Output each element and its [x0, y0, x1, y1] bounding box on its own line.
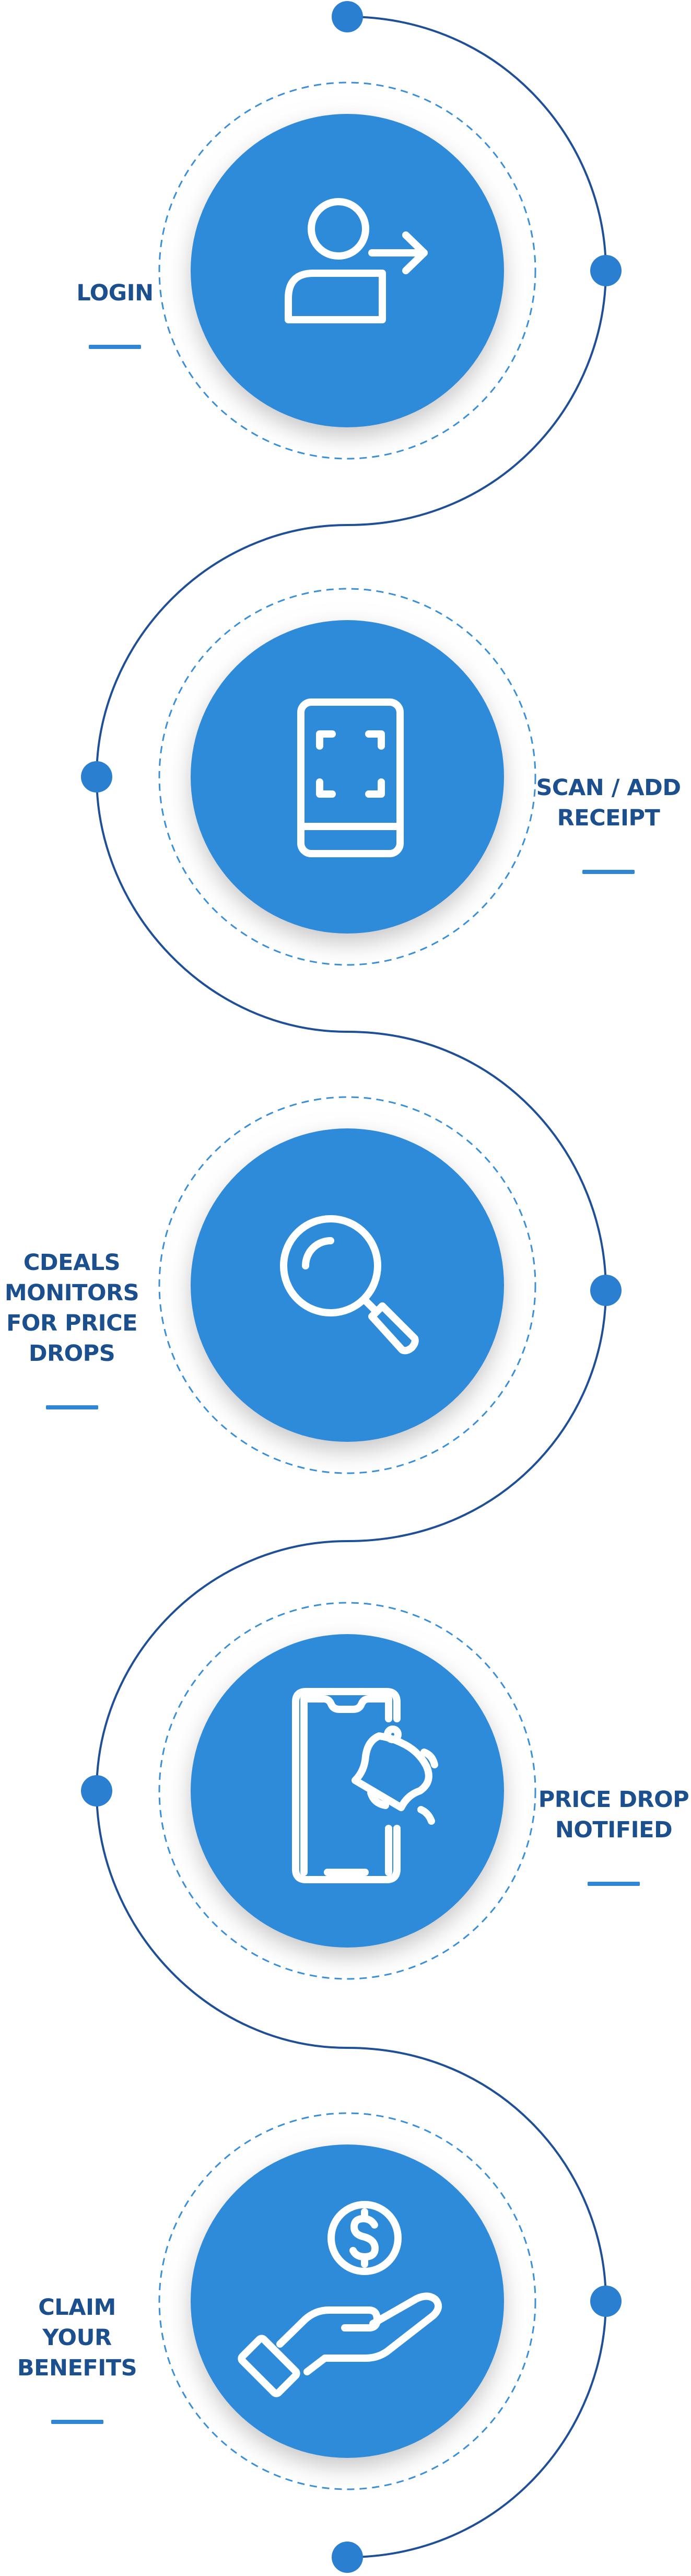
- step-label-text: PRICE DROP NOTIFIED: [538, 1787, 689, 1843]
- dashed-ring: [158, 1602, 536, 1980]
- step-label-monitor: CDEALS MONITORS FOR PRICE DROPS: [0, 1217, 144, 1440]
- dashed-ring: [158, 81, 536, 460]
- step-login: [158, 81, 536, 460]
- label-underline: [582, 870, 635, 874]
- step-label-login: LOGIN: [63, 248, 167, 379]
- node-dot-monitor: [590, 1275, 622, 1306]
- node-dot-scan: [81, 761, 112, 792]
- step-label-text: LOGIN: [76, 280, 154, 306]
- step-circle: [191, 2144, 504, 2458]
- step-label-text: CDEALS MONITORS FOR PRICE DROPS: [4, 1250, 139, 1367]
- node-dot-notified: [81, 1775, 112, 1806]
- node-dot-start: [332, 1, 363, 32]
- step-scan: [158, 588, 536, 966]
- dashed-ring: [158, 588, 536, 966]
- phone-bell-icon: [292, 1688, 438, 1883]
- node-dot-claim: [590, 2286, 622, 2317]
- label-underline: [45, 1405, 98, 1409]
- user-arrow-icon: [285, 198, 428, 323]
- step-label-text: SCAN / ADD RECEIPT: [536, 775, 681, 831]
- step-label-scan: SCAN / ADD RECEIPT: [530, 742, 687, 904]
- magnifier-icon: [280, 1215, 419, 1355]
- step-claim: [158, 2112, 536, 2490]
- step-monitor: [158, 1096, 536, 1474]
- step-label-notified: PRICE DROP NOTIFIED: [538, 1754, 689, 1916]
- label-underline: [51, 2420, 103, 2424]
- node-dot-end: [332, 2542, 363, 2573]
- scan-phone-icon: [297, 698, 404, 857]
- label-underline: [89, 345, 141, 349]
- step-label-claim: CLAIM YOUR BENEFITS: [0, 2262, 154, 2454]
- step-label-text: CLAIM YOUR BENEFITS: [17, 2294, 137, 2381]
- step-notified: [158, 1602, 536, 1980]
- label-underline: [588, 1882, 640, 1886]
- step-circle: [191, 1128, 504, 1442]
- dashed-ring: [158, 1096, 536, 1474]
- step-circle: [191, 620, 504, 934]
- step-circle: [191, 1634, 504, 1948]
- dashed-ring: [158, 2112, 536, 2490]
- node-dot-login: [590, 255, 622, 286]
- hand-dollar-icon: [238, 2201, 442, 2397]
- node-dots: [81, 1, 622, 2573]
